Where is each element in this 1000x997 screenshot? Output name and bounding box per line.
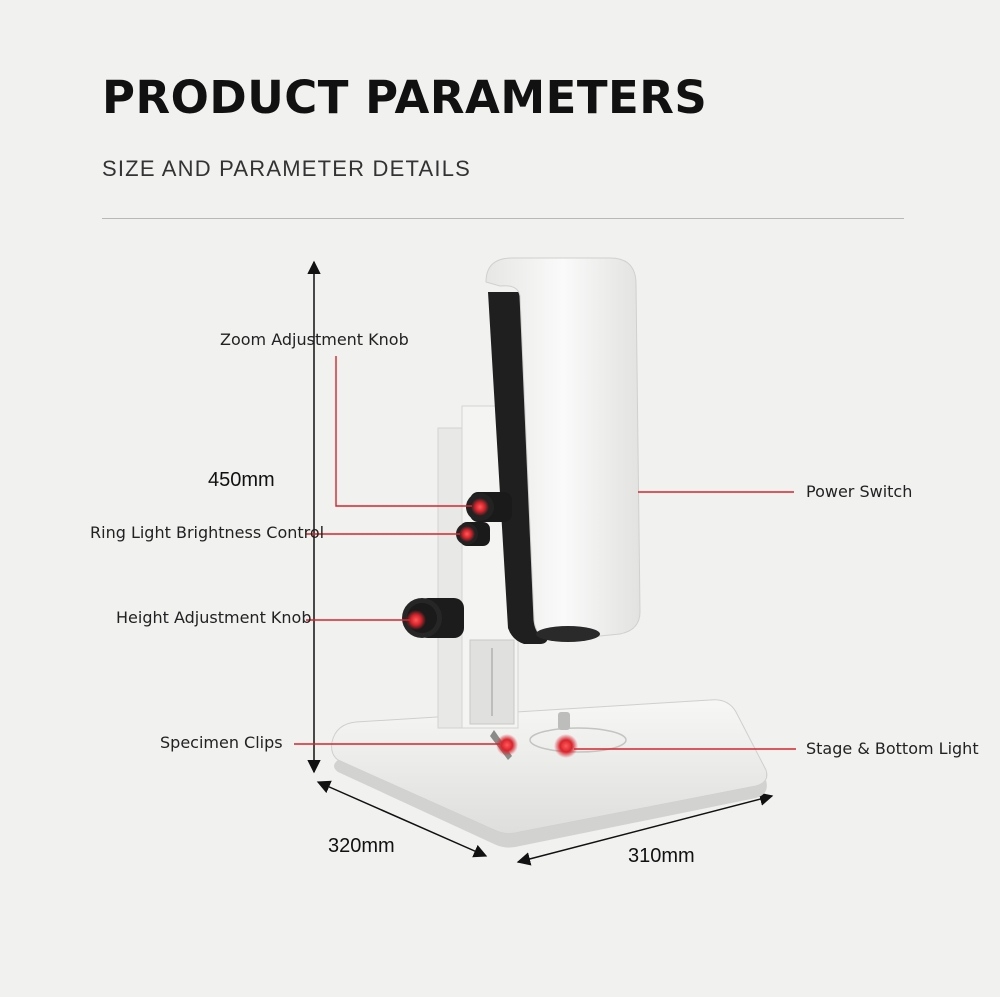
specimen-clip-marker [496, 734, 518, 756]
specimen-clips-label: Specimen Clips [160, 733, 283, 752]
width-dimension-arrow [516, 792, 774, 866]
zoom-knob-label: Zoom Adjustment Knob [220, 330, 409, 349]
height-dimension-label: 450mm [208, 469, 275, 491]
header-divider [102, 218, 904, 219]
width-dimension-label: 310mm [628, 845, 695, 867]
ring-light-knob [456, 522, 490, 546]
microscope-base [331, 699, 768, 848]
ring-light-label: Ring Light Brightness Control [90, 523, 325, 542]
depth-dimension-label: 320mm [328, 835, 395, 857]
zoom-knob-leader [335, 356, 472, 507]
microscope-head [485, 257, 641, 644]
height-adjustment-knob [402, 598, 464, 638]
power-switch-label: Power Switch [806, 482, 913, 501]
depth-dimension-arrow [316, 780, 488, 858]
microscope-pillar [437, 405, 519, 729]
page-subtitle: SIZE AND PARAMETER DETAILS [102, 156, 472, 181]
height-knob-label: Height Adjustment Knob [116, 608, 312, 627]
callout-lines [294, 356, 796, 750]
stage-light-marker [554, 734, 578, 758]
stage-light-label: Stage & Bottom Light [806, 739, 979, 758]
page-title: PRODUCT PARAMETERS [102, 71, 708, 124]
zoom-adjustment-knob [466, 492, 512, 522]
